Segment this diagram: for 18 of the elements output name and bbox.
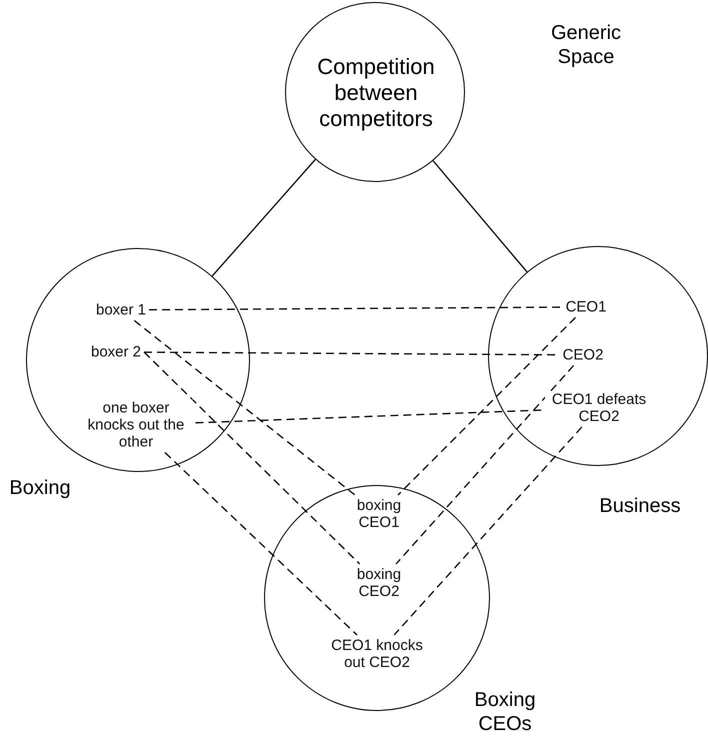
mapping-line: [396, 365, 574, 564]
mapping-line: [149, 306, 563, 310]
mapping-line: [195, 409, 542, 424]
mental-space-circle: [285, 2, 465, 182]
mapping-line: [398, 317, 576, 496]
mental-space-circle: [488, 246, 708, 466]
space-name: Generic Space: [550, 21, 622, 69]
mapping-line: [164, 452, 358, 636]
mapping-line: [394, 426, 582, 636]
mapping-line: [144, 352, 360, 564]
space-name: Boxing CEOs: [473, 688, 537, 736]
space-content-text: Competition between competitors: [316, 54, 436, 132]
mapping-line: [134, 320, 356, 496]
connector-line: [432, 160, 528, 272]
space-name: Business: [598, 494, 682, 518]
space-name: Boxing: [8, 476, 72, 500]
connector-line: [212, 158, 316, 277]
mental-space-circle: [26, 248, 250, 472]
